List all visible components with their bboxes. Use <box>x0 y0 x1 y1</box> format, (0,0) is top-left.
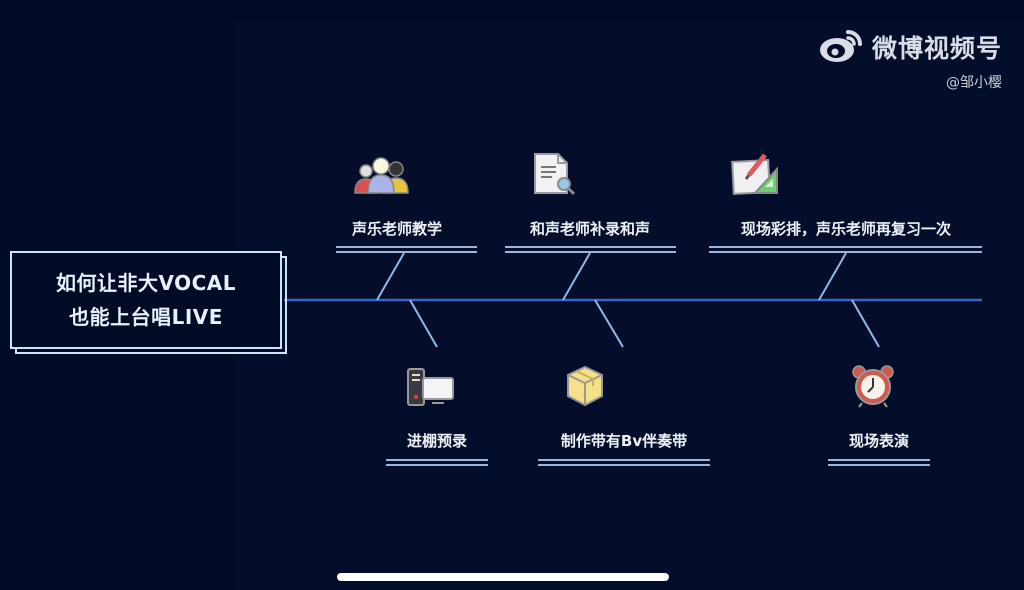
top-label-1: 声乐老师教学 <box>351 220 443 238</box>
background-panel <box>235 20 1024 590</box>
bottom-label-2: 制作带有Bv伴奏带 <box>560 432 688 450</box>
title-line-1: 如何让非大VOCAL <box>55 271 237 295</box>
watermark-brand: 微博视频号 <box>871 34 1002 63</box>
alarm-clock-icon <box>850 363 896 413</box>
edit-ruler-icon <box>729 149 781 201</box>
top-underlines <box>336 246 982 253</box>
watermark: 微博视频号 @邹小樱 <box>818 26 1002 92</box>
title-box: 如何让非大VOCAL 也能上台唱LIVE <box>10 251 282 349</box>
package-box-icon <box>564 364 606 412</box>
title-line-2: 也能上台唱LIVE <box>69 305 223 329</box>
bottom-label-1: 进棚预录 <box>406 432 468 450</box>
bottom-label-3: 现场表演 <box>848 432 910 450</box>
watermark-handle: @邹小樱 <box>946 75 1002 91</box>
top-label-3: 现场彩排，声乐老师再复习一次 <box>740 220 952 238</box>
people-group-icon <box>352 155 410 199</box>
bones <box>376 252 880 348</box>
weibo-logo-icon <box>818 26 864 68</box>
desktop-computer-icon <box>406 367 456 411</box>
top-label-2: 和声老师补录和声 <box>529 220 651 238</box>
home-indicator[interactable] <box>337 573 669 581</box>
bottom-underlines <box>386 459 930 466</box>
document-search-icon <box>532 151 576 201</box>
